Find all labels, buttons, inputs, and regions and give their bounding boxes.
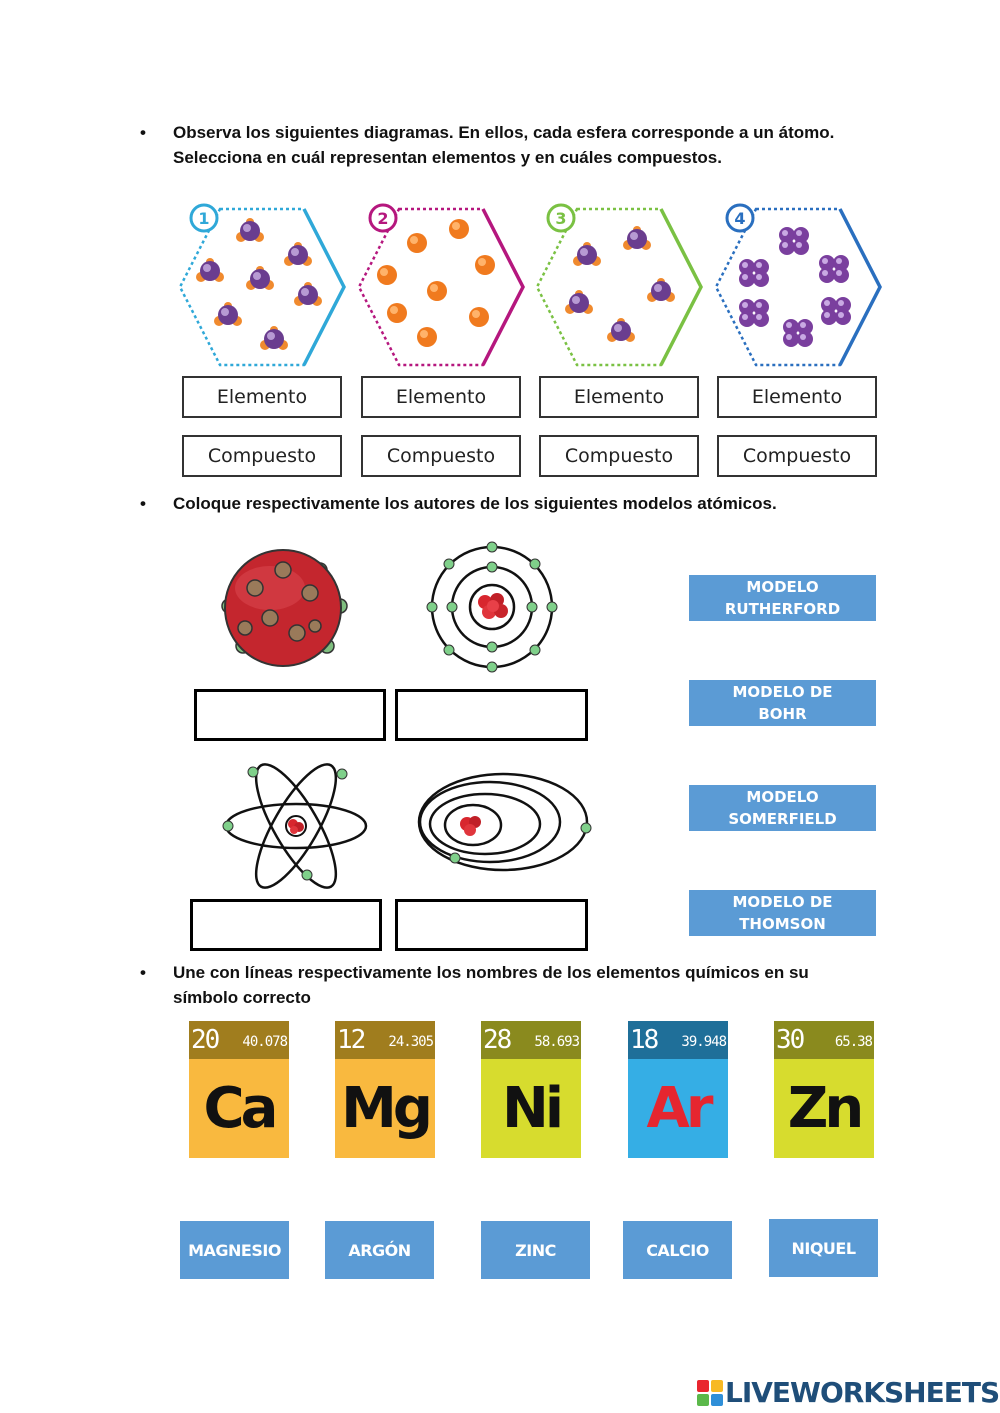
diagram-number: 2	[377, 209, 388, 228]
element-symbol: Ca	[189, 1059, 289, 1158]
option-elemento-3[interactable]: Elemento	[539, 376, 699, 418]
sommerfeld-model-image	[417, 772, 592, 872]
atomic-mass: 58.693	[534, 1034, 580, 1050]
atomic-number: 18	[630, 1025, 659, 1055]
atomic-mass: 40.078	[242, 1034, 288, 1050]
atomic-mass: 39.948	[681, 1034, 727, 1050]
option-elemento-4[interactable]: Elemento	[717, 376, 877, 418]
answer-box-2[interactable]	[395, 689, 588, 741]
name-label-5[interactable]: NIQUEL	[769, 1219, 878, 1277]
atomic-number: 12	[337, 1025, 366, 1055]
bohr-model-image	[426, 541, 558, 673]
hexagon-diagram-image: 2	[357, 203, 525, 367]
diagram-1: 1	[178, 203, 346, 371]
atomic-number: 28	[483, 1025, 512, 1055]
element-symbol: Zn	[774, 1059, 874, 1158]
option-compuesto-4[interactable]: Compuesto	[717, 435, 877, 477]
diagram-number: 1	[198, 209, 209, 228]
element-symbol: Ni	[481, 1059, 581, 1158]
option-compuesto-2[interactable]: Compuesto	[361, 435, 521, 477]
atomic-number: 30	[776, 1025, 805, 1055]
name-label-1[interactable]: MAGNESIO	[180, 1221, 289, 1279]
thomson-model-image	[221, 549, 348, 667]
element-card-header: 12 24.305	[335, 1021, 435, 1059]
element-symbol: Ar	[628, 1059, 728, 1158]
atomic-mass: 24.305	[388, 1034, 434, 1050]
option-compuesto-3[interactable]: Compuesto	[539, 435, 699, 477]
answer-box-4[interactable]	[395, 899, 588, 951]
name-label-2[interactable]: ARGÓN	[325, 1221, 434, 1279]
name-label-4[interactable]: CALCIO	[623, 1221, 732, 1279]
atomic-mass: 65.38	[834, 1034, 873, 1050]
element-card-header: 20 40.078	[189, 1021, 289, 1059]
option-elemento-2[interactable]: Elemento	[361, 376, 521, 418]
option-elemento-1[interactable]: Elemento	[182, 376, 342, 418]
liveworksheets-logo: LIVEWORKSHEETS	[697, 1376, 1000, 1409]
diagram-number: 3	[555, 209, 566, 228]
element-card-header: 18 39.948	[628, 1021, 728, 1059]
diagram-2: 2	[357, 203, 525, 371]
hexagon-diagram-image: 1	[178, 203, 346, 367]
answer-box-1[interactable]	[194, 689, 386, 741]
element-card-header: 30 65.38	[774, 1021, 874, 1059]
answer-box-3[interactable]	[190, 899, 382, 951]
atomic-number: 20	[191, 1025, 220, 1055]
option-compuesto-1[interactable]: Compuesto	[182, 435, 342, 477]
hexagon-diagram-image: 4	[714, 203, 882, 367]
diagram-3: 3	[535, 203, 703, 371]
rutherford-model-image	[222, 763, 368, 889]
logo-grid-icon	[697, 1379, 723, 1406]
diagram-number: 4	[734, 209, 745, 228]
element-card-header: 28 58.693	[481, 1021, 581, 1059]
hexagon-diagram-image: 3	[535, 203, 703, 367]
element-symbol: Mg	[335, 1059, 435, 1158]
name-label-3[interactable]: ZINC	[481, 1221, 590, 1279]
diagram-4: 4	[714, 203, 882, 371]
